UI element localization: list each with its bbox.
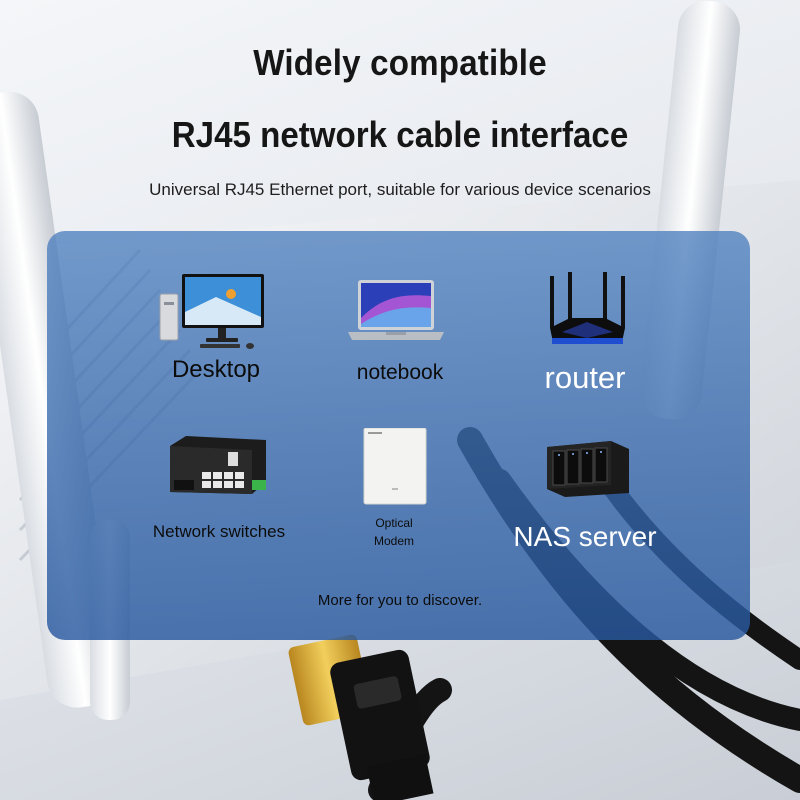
network-switch-icon [170, 436, 266, 494]
subtitle: Universal RJ45 Ethernet port, suitable f… [149, 180, 651, 199]
modem-label-line-1: Optical [375, 516, 413, 530]
laptop-icon [348, 280, 444, 340]
title-line-2: RJ45 network cable interface [171, 114, 629, 155]
device-label-router: router [544, 360, 626, 395]
device-label-nas-server: NAS server [513, 521, 657, 552]
device-label-optical-modem: Optical Modem [374, 514, 414, 550]
title-line-1: Widely compatible [253, 42, 547, 83]
nas-server-icon [547, 441, 629, 497]
device-label-notebook: notebook [356, 361, 444, 384]
optical-modem-icon [363, 428, 427, 505]
desktop-computer-icon [159, 274, 264, 349]
wifi-router-icon [550, 272, 625, 344]
device-label-network-switches: Network switches [152, 522, 286, 541]
more-to-discover-text: More for you to discover. [317, 592, 483, 609]
device-label-desktop: Desktop [171, 356, 261, 383]
modem-label-line-2: Modem [373, 534, 415, 548]
